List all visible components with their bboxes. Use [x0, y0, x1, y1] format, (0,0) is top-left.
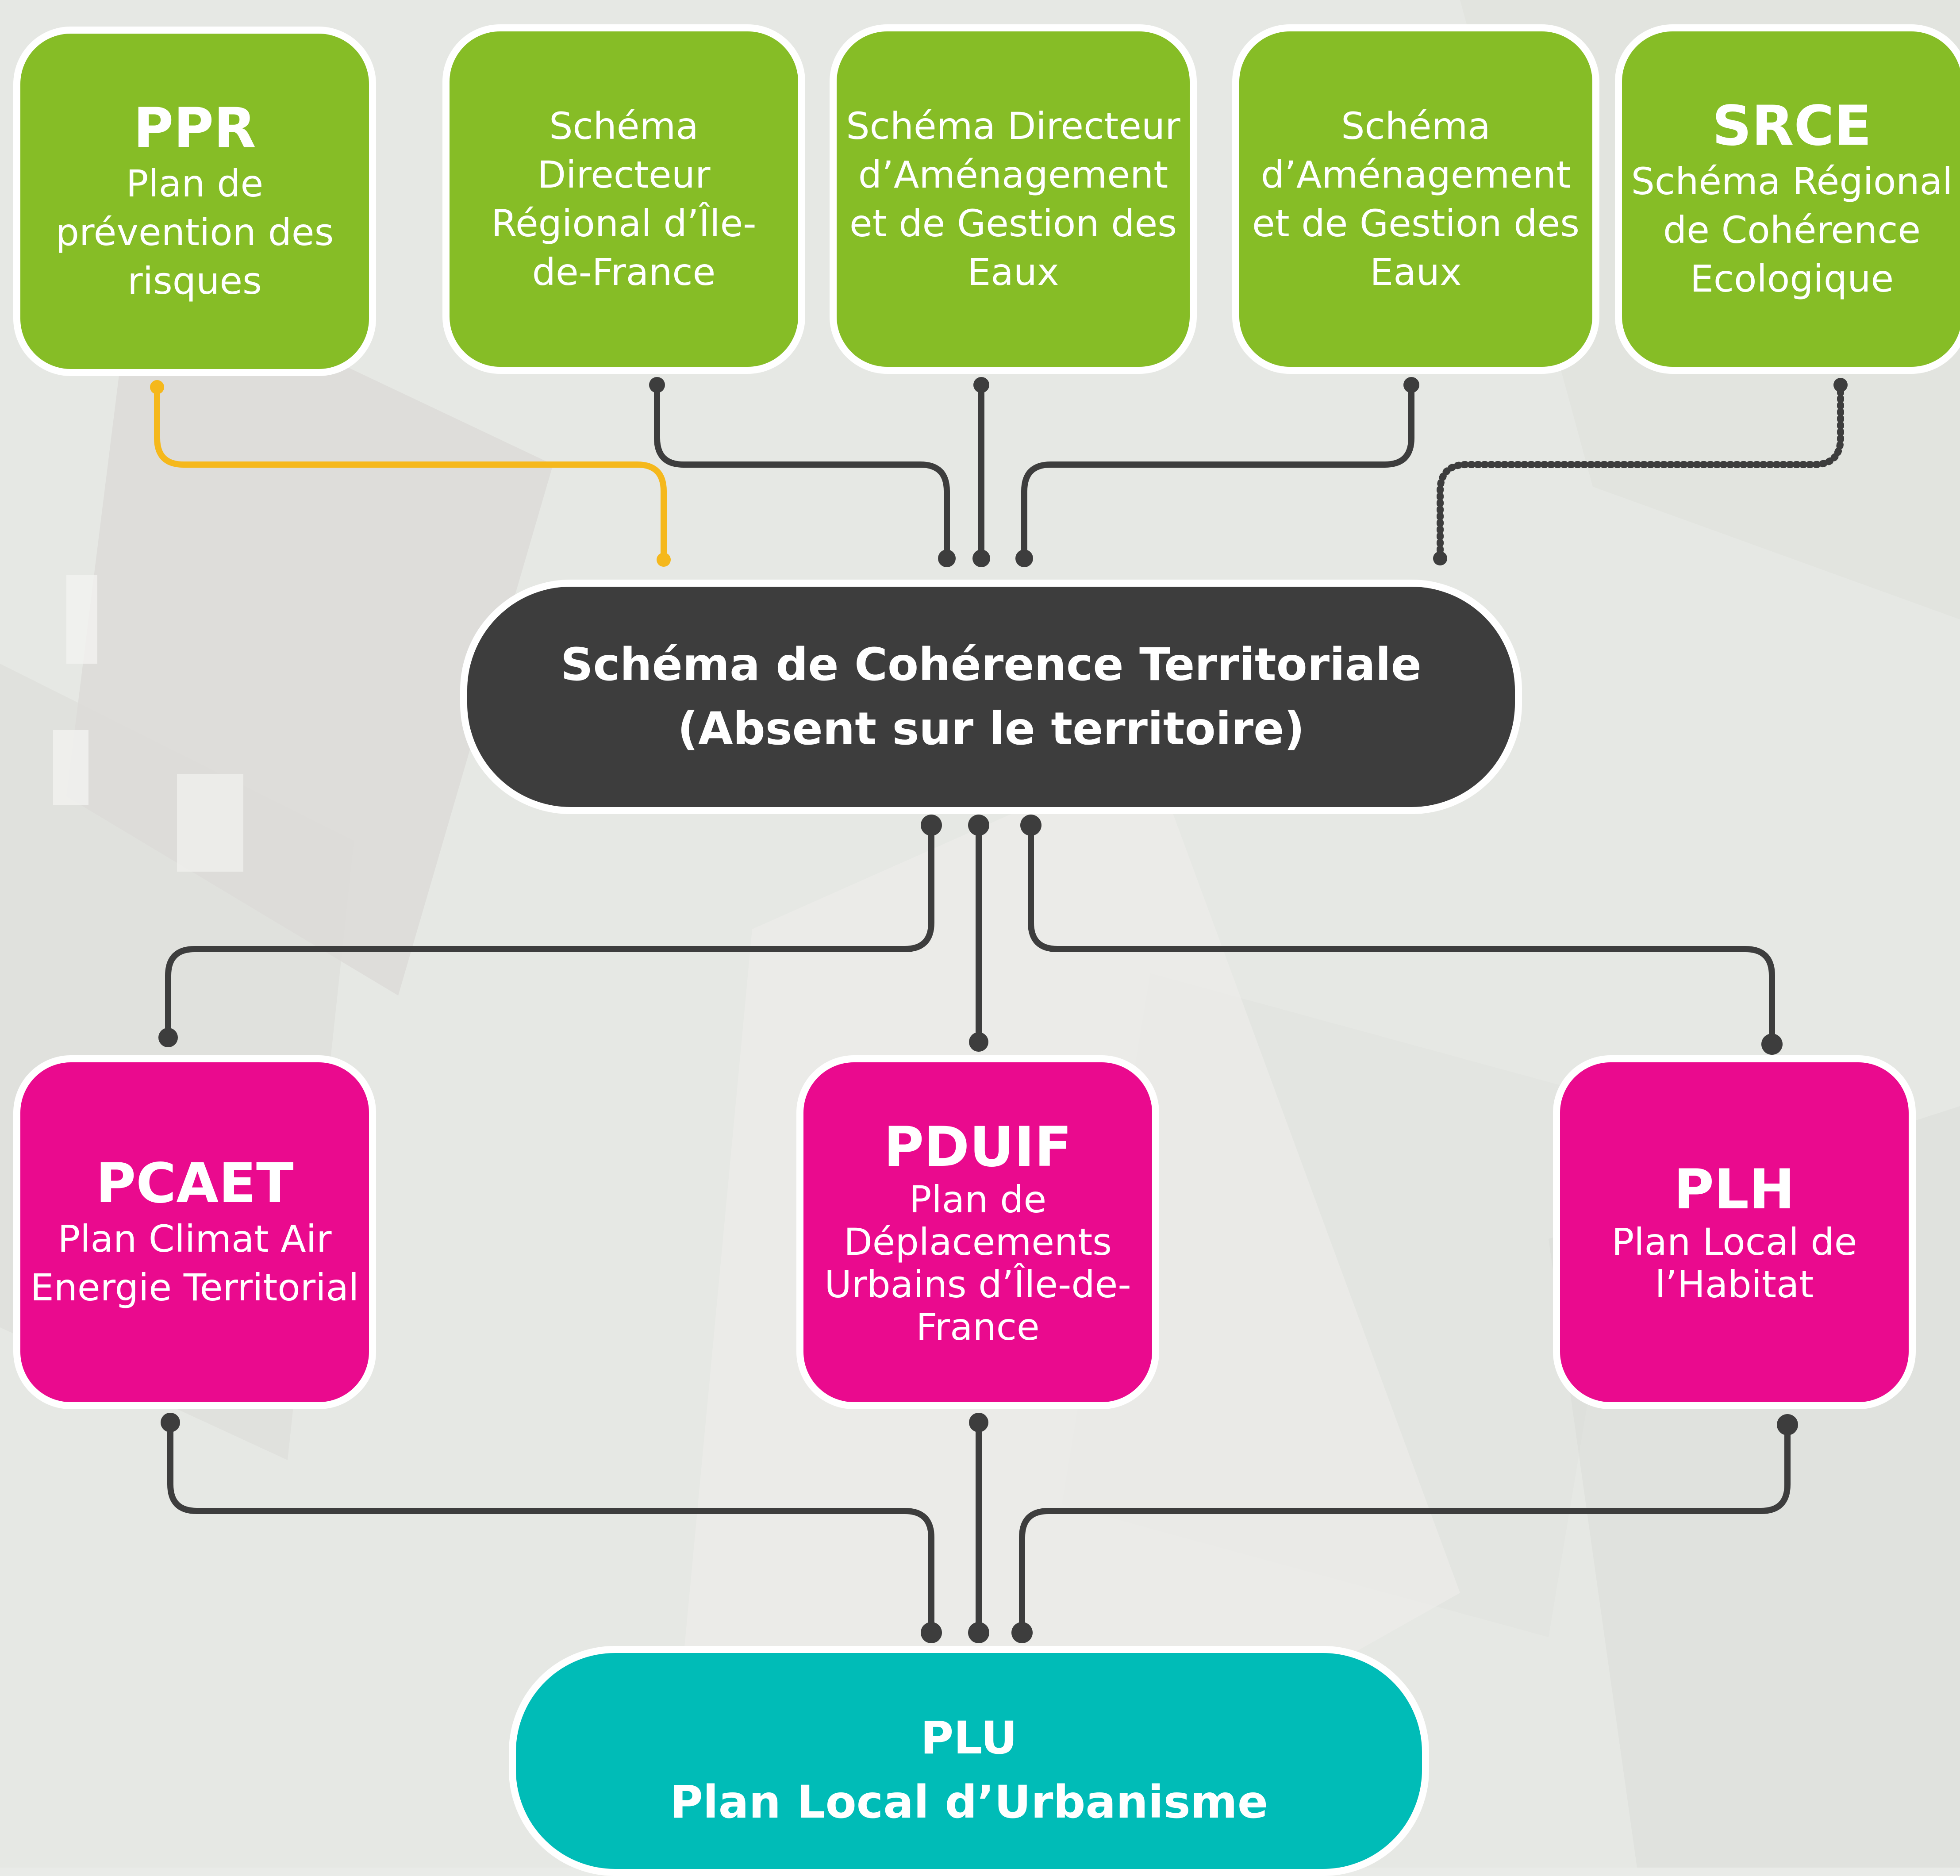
dot-plh-in — [1761, 1034, 1783, 1055]
ppr-abbr: PPR — [133, 96, 256, 160]
dot-plh-out — [1777, 1414, 1798, 1435]
dot-sdrif-start — [649, 377, 665, 393]
dot-scot-right — [1020, 815, 1041, 836]
scot-text: Schéma de Cohérence Territoriale (Absent… — [561, 638, 1422, 755]
dot-sdage-start — [973, 377, 989, 393]
plu-box: PLU Plan Local d’Urbanisme — [509, 1646, 1429, 1876]
connector-pcaet-plu — [167, 1419, 934, 1636]
sdage-text: Schéma Directeur d’Aménagement et de Ges… — [846, 104, 1180, 294]
pcaet-abbr: PCAET — [96, 1152, 294, 1215]
connector-sdrif-scot — [654, 382, 950, 561]
dot-sdage-end — [972, 550, 990, 567]
dot-sage-end — [1015, 550, 1033, 567]
pduif-box: PDUIF Plan de Déplacements Urbains d’Île… — [796, 1055, 1159, 1409]
ppr-box: PPR Plan de prévention des risques — [13, 27, 376, 376]
dot-ppr-end — [657, 553, 671, 567]
dot-srce-start — [1833, 378, 1848, 392]
connector-plh-plu — [1019, 1422, 1791, 1636]
plh-text: Plan Local de l’Habitat — [1611, 1220, 1857, 1306]
plh-abbr: PLH — [1674, 1158, 1795, 1222]
dot-pduif-out — [969, 1413, 988, 1432]
connector-srce-scot — [1437, 381, 1844, 562]
dot-scot-left — [921, 815, 942, 836]
dot-plu-left — [921, 1622, 942, 1643]
sdage-box: Schéma Directeur d’Aménagement et de Ges… — [830, 24, 1197, 374]
pcaet-text: Plan Climat Air Energie Territorial — [30, 1217, 359, 1309]
dot-srce-end — [1433, 551, 1447, 565]
sdrif-box: Schéma Directeur Régional d’Île-de-Franc… — [442, 24, 805, 374]
connector-ppr-scot — [154, 384, 667, 563]
dot-pduif-in — [969, 1032, 988, 1052]
sage-text: Schéma d’Aménagement et de Gestion des E… — [1252, 104, 1580, 294]
connector-scot-pcaet — [165, 822, 934, 1041]
dot-pcaet-in — [158, 1028, 178, 1047]
dot-ppr-start — [150, 380, 164, 394]
srce-abbr: SRCE — [1712, 94, 1872, 158]
ppr-text: Plan de prévention des risques — [55, 162, 334, 303]
connector-scot-plh — [1028, 822, 1775, 1047]
scot-box: Schéma de Cohérence Territoriale (Absent… — [460, 580, 1522, 814]
sage-box: Schéma d’Aménagement et de Gestion des E… — [1232, 24, 1599, 374]
connector-sage-scot — [1021, 382, 1414, 561]
dot-sdrif-end — [938, 550, 956, 567]
dot-sage-start — [1403, 377, 1419, 393]
dot-plu-center — [968, 1622, 989, 1643]
pduif-abbr: PDUIF — [884, 1115, 1072, 1179]
pcaet-box: PCAET Plan Climat Air Energie Territoria… — [13, 1055, 376, 1409]
plh-box: PLH Plan Local de l’Habitat — [1553, 1055, 1916, 1409]
dot-scot-center — [968, 815, 989, 836]
pduif-text: Plan de Déplacements Urbains d’Île-de-Fr… — [824, 1178, 1131, 1349]
plu-text: Plan Local d’Urbanisme — [670, 1776, 1268, 1829]
srce-text: Schéma Régional de Cohérence Ecologique — [1631, 160, 1953, 300]
sdrif-text: Schéma Directeur Régional d’Île-de-Franc… — [491, 104, 757, 294]
srce-box: SRCE Schéma Régional de Cohérence Ecolog… — [1615, 24, 1960, 374]
dot-pcaet-out — [161, 1413, 180, 1432]
plu-abbr: PLU — [920, 1712, 1018, 1765]
dot-plu-right — [1011, 1622, 1033, 1643]
